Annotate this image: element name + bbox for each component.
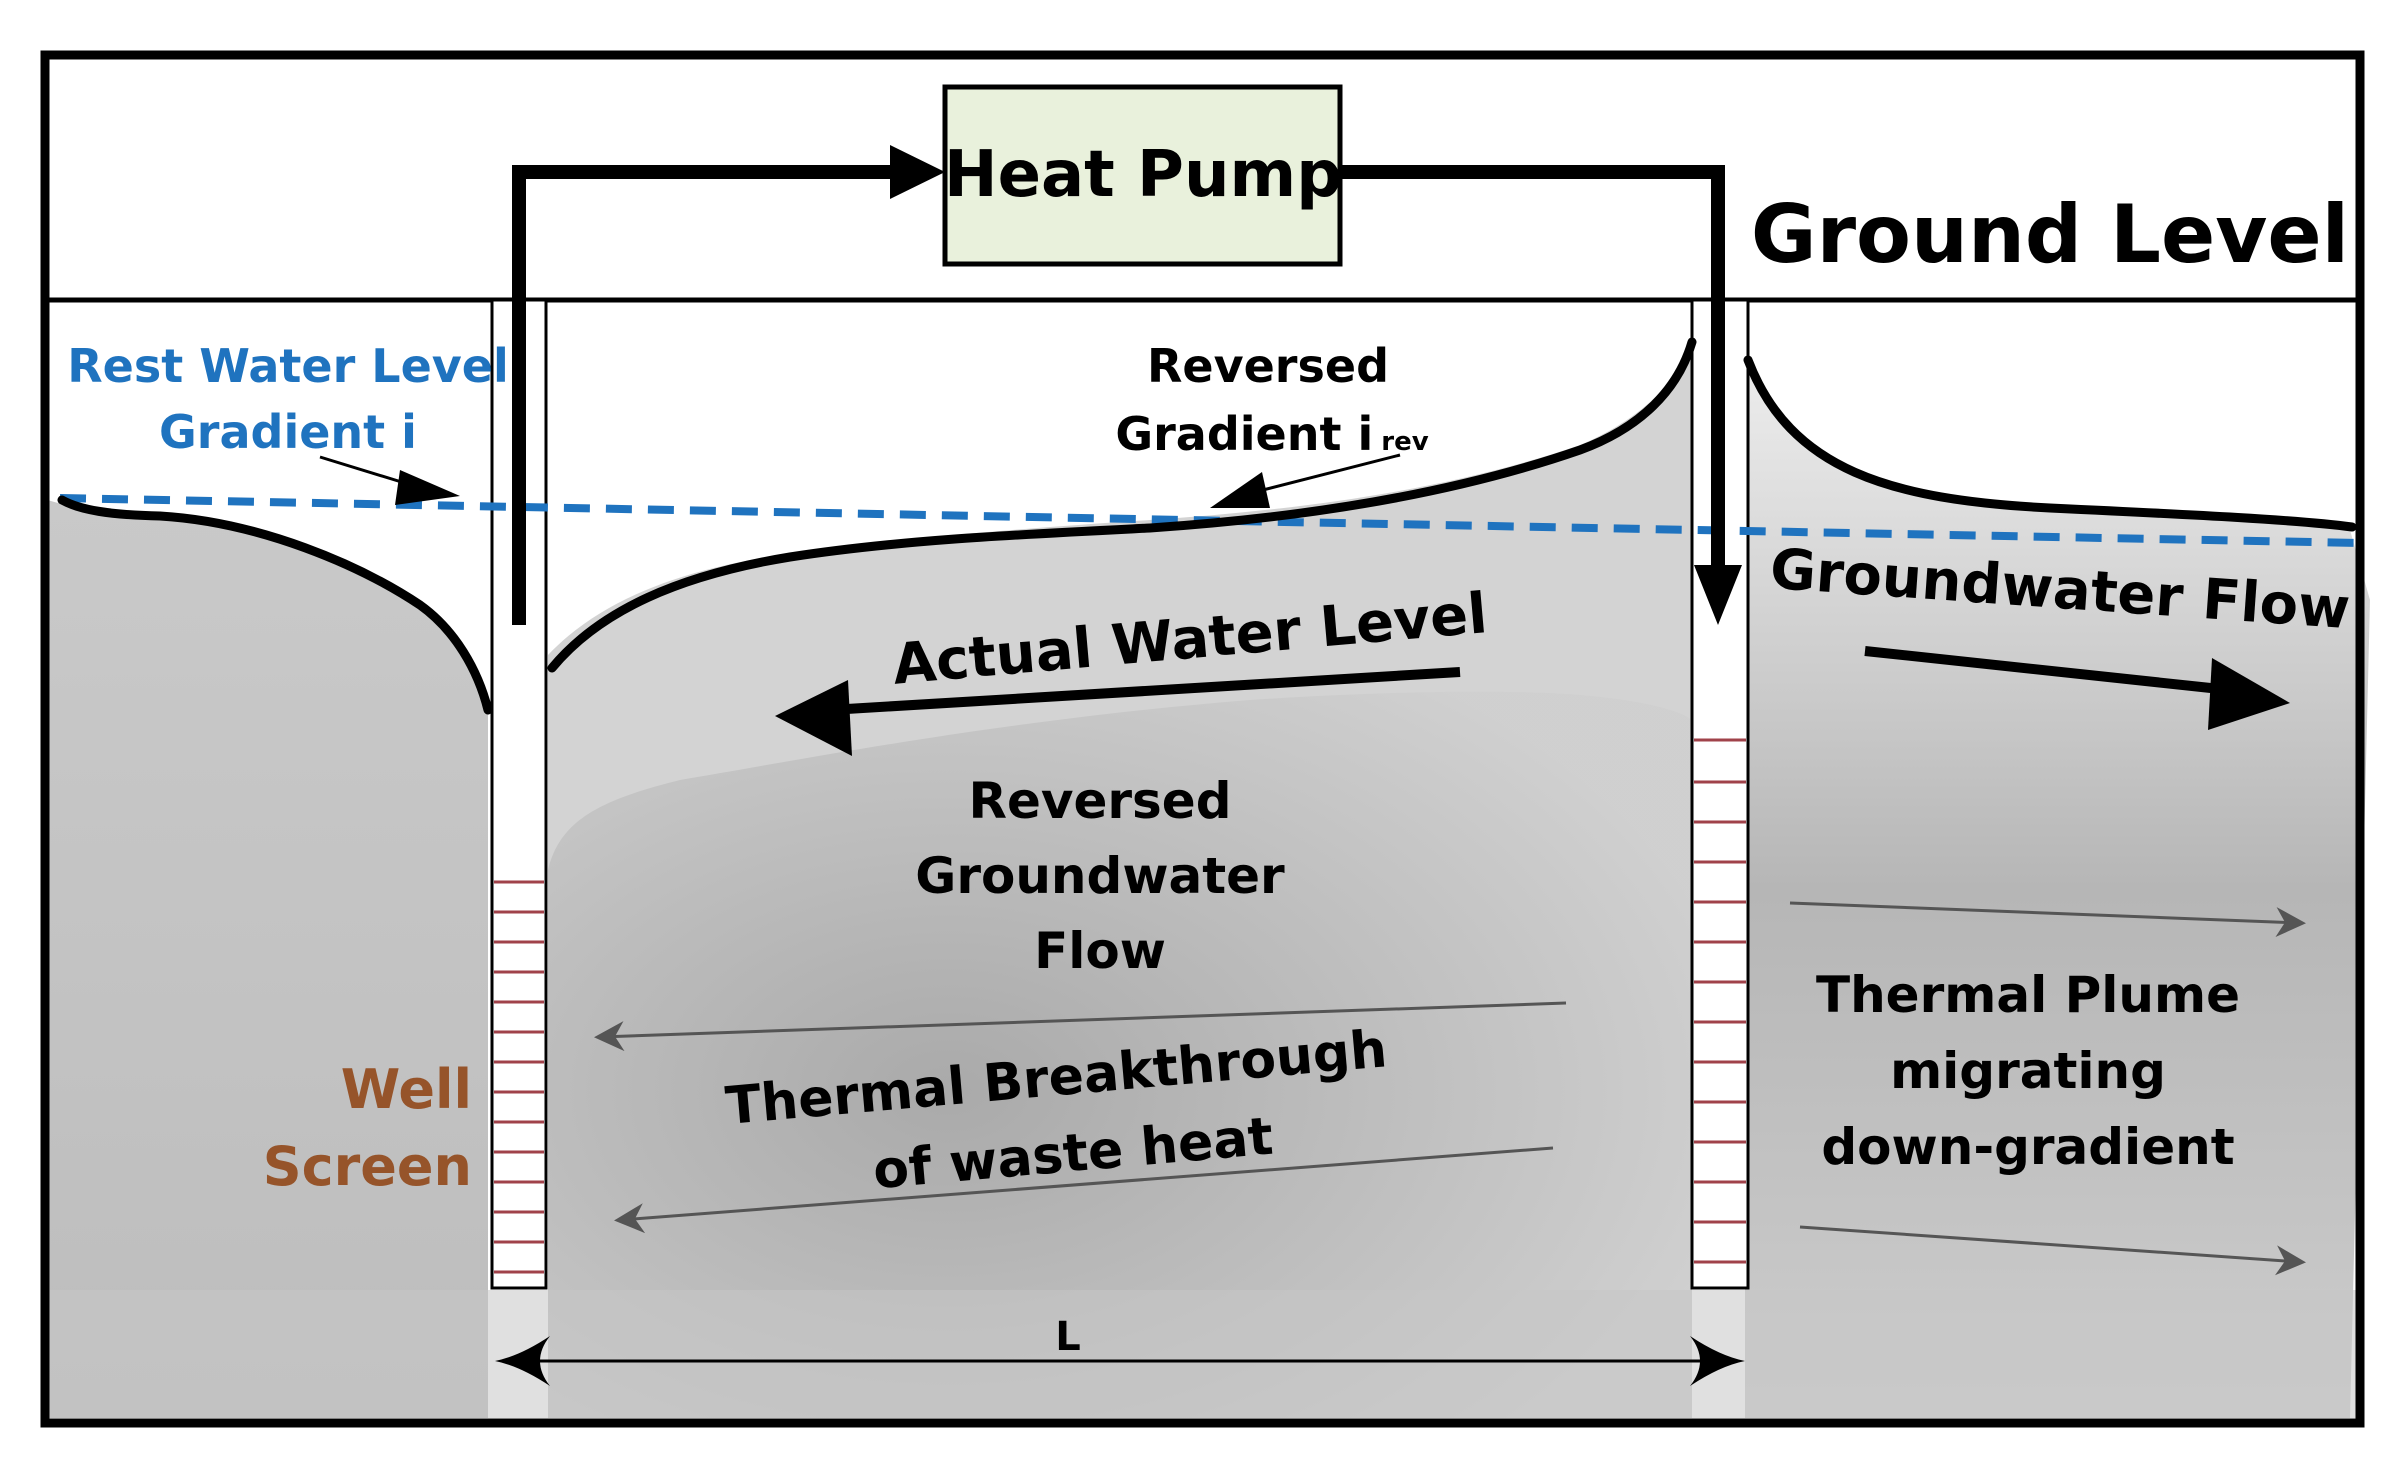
left-aquifer-area [48,500,488,1418]
distance-L-dimension [495,1336,1745,1386]
reversed-gw-flow-line-2: Groundwater [915,847,1285,905]
thermal-plume-line-2: migrating [1890,1042,2166,1100]
diagram-frame [40,50,2365,1428]
thermal-arrow-lower-right [1799,1225,2306,1276]
well-screen-line-1: Well [341,1058,472,1121]
thermal-plume-area [548,691,1692,1418]
distance-L-label: L [1055,1314,1081,1360]
reversed-gradient-label: Reversed [1147,339,1389,393]
left-well-screen-slots [494,880,544,1274]
rest-water-level-label: Rest Water Level [67,339,509,393]
heat-pump-label: Heat Pump [944,138,1342,212]
gradient-i-label: Gradient i [159,405,417,459]
pipe-arrowhead-into-heat-pump [890,145,945,199]
reversed-groundwater-flow-label: Reversed Groundwater Flow [915,772,1285,980]
reversed-gw-flow-line-1: Reversed [968,772,1231,830]
gradient-i-pointer [319,455,460,505]
gradient-i-rev-subscript: rev [1381,427,1428,457]
gradient-i-rev-main: Gradient i [1115,407,1373,461]
ground-level-label: Ground Level [1751,188,2349,281]
right-well-screen-slots [1694,738,1746,1264]
gradient-i-rev-pointer [1210,453,1401,508]
reversed-flow-arrow [775,667,1461,756]
right-aquifer-area [1745,360,2370,1418]
thermal-plume-label: Thermal Plume migrating down-gradient [1816,966,2240,1176]
well-screen-label: Well Screen [263,1058,472,1198]
actual-water-level-right [1743,355,2357,532]
actual-water-level-middle [547,337,1697,673]
aquifer-shading [48,342,2370,1418]
thermal-arrow-upper-left [594,1001,1567,1052]
pipe-heat-pump-to-right-well [1340,165,1725,570]
pipe-arrowhead-into-right-well [1694,565,1742,625]
thermal-arrow-lower-left [614,1146,1554,1234]
thermal-arrow-upper-right [1789,901,2306,938]
aquifer-base-band [48,1290,2358,1418]
groundwater-flow-arrow [1864,646,2290,730]
heat-pump-box [942,84,1343,267]
reversed-gw-flow-line-3: Flow [1034,922,1166,980]
actual-water-level-left [57,495,493,715]
well-screen-line-2: Screen [263,1135,472,1198]
gradient-i-rev-label: Gradient i rev [1115,407,1428,461]
pipe-left-to-heat-pump [512,165,900,625]
thermal-plume-line-3: down-gradient [1821,1118,2234,1176]
thermal-plume-line-1: Thermal Plume [1816,966,2240,1024]
